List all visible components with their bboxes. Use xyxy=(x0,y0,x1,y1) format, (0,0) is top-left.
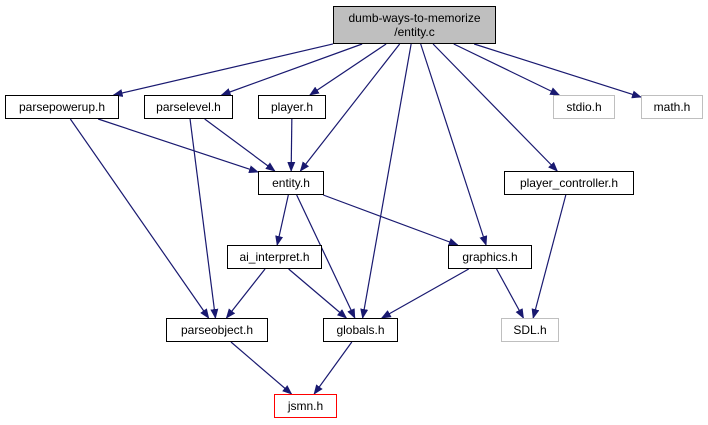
root-label-line1: dumb-ways-to-memorize xyxy=(348,11,481,25)
node-parsepowerup-h[interactable]: parsepowerup.h xyxy=(5,95,119,119)
edge-player-to-entity xyxy=(287,118,296,172)
node-sdl-h[interactable]: SDL.h xyxy=(501,318,559,342)
edge-globals-to-jsmn xyxy=(313,341,353,395)
edge-root-to-player xyxy=(309,43,387,96)
edge-entity-to-graphics xyxy=(323,194,459,246)
edge-graphics-to-globals xyxy=(380,268,470,319)
edge-parsepowerup-to-parseobject xyxy=(69,118,210,319)
node-label: parsepowerup.h xyxy=(18,100,106,114)
edge-root-to-parsepowerup xyxy=(112,43,334,97)
edge-ai_interpret-to-globals xyxy=(288,268,348,319)
node-label: globals.h xyxy=(336,323,385,337)
node-ai-interpret-h[interactable]: ai_interpret.h xyxy=(227,245,322,269)
edge-root-to-entity xyxy=(299,43,401,172)
edge-root-to-graphics xyxy=(420,43,488,246)
node-graphics-h[interactable]: graphics.h xyxy=(448,245,532,269)
node-label: entity.h xyxy=(272,176,310,190)
node-label: stdio.h xyxy=(566,100,602,114)
edge-root-to-stdio xyxy=(453,43,561,96)
edge-entity-to-ai_interpret xyxy=(275,194,289,246)
node-label: math.h xyxy=(653,100,691,114)
node-entity-h[interactable]: entity.h xyxy=(258,171,324,195)
node-stdio-h[interactable]: stdio.h xyxy=(553,95,615,119)
node-player-controller-h[interactable]: player_controller.h xyxy=(504,171,634,195)
node-math-h[interactable]: math.h xyxy=(641,95,703,119)
node-jsmn-h[interactable]: jsmn.h xyxy=(274,394,337,418)
edge-player_controller-to-sdl xyxy=(531,194,567,319)
edge-parseobject-to-jsmn xyxy=(230,341,293,395)
edge-graphics-to-sdl xyxy=(496,268,524,319)
root-label-line2: /entity.c xyxy=(394,25,435,39)
node-label: parselevel.h xyxy=(156,100,221,114)
edge-parsepowerup-to-entity xyxy=(97,118,259,174)
edge-root-to-parselevel xyxy=(220,43,363,96)
edge-ai_interpret-to-parseobject xyxy=(225,268,266,319)
edge-root-to-math xyxy=(473,43,642,99)
node-label: parseobject.h xyxy=(180,323,254,337)
node-label: ai_interpret.h xyxy=(239,250,310,264)
edge-root-to-player_controller xyxy=(432,43,558,172)
node-player-h[interactable]: player.h xyxy=(258,95,326,119)
node-label: player_controller.h xyxy=(519,176,619,190)
node-label: SDL.h xyxy=(513,323,547,337)
edge-entity-to-globals xyxy=(296,194,356,319)
node-label: player.h xyxy=(270,100,314,114)
node-label: jsmn.h xyxy=(287,399,324,413)
node-root-entity-c: dumb-ways-to-memorize /entity.c xyxy=(333,6,496,44)
node-parseobject-h[interactable]: parseobject.h xyxy=(166,318,268,342)
edge-parselevel-to-entity xyxy=(204,118,276,172)
node-label: graphics.h xyxy=(462,250,518,264)
edge-root-to-globals xyxy=(360,43,412,319)
node-parselevel-h[interactable]: parselevel.h xyxy=(144,95,233,119)
node-globals-h[interactable]: globals.h xyxy=(323,318,398,342)
edge-parselevel-to-parseobject xyxy=(189,118,219,319)
